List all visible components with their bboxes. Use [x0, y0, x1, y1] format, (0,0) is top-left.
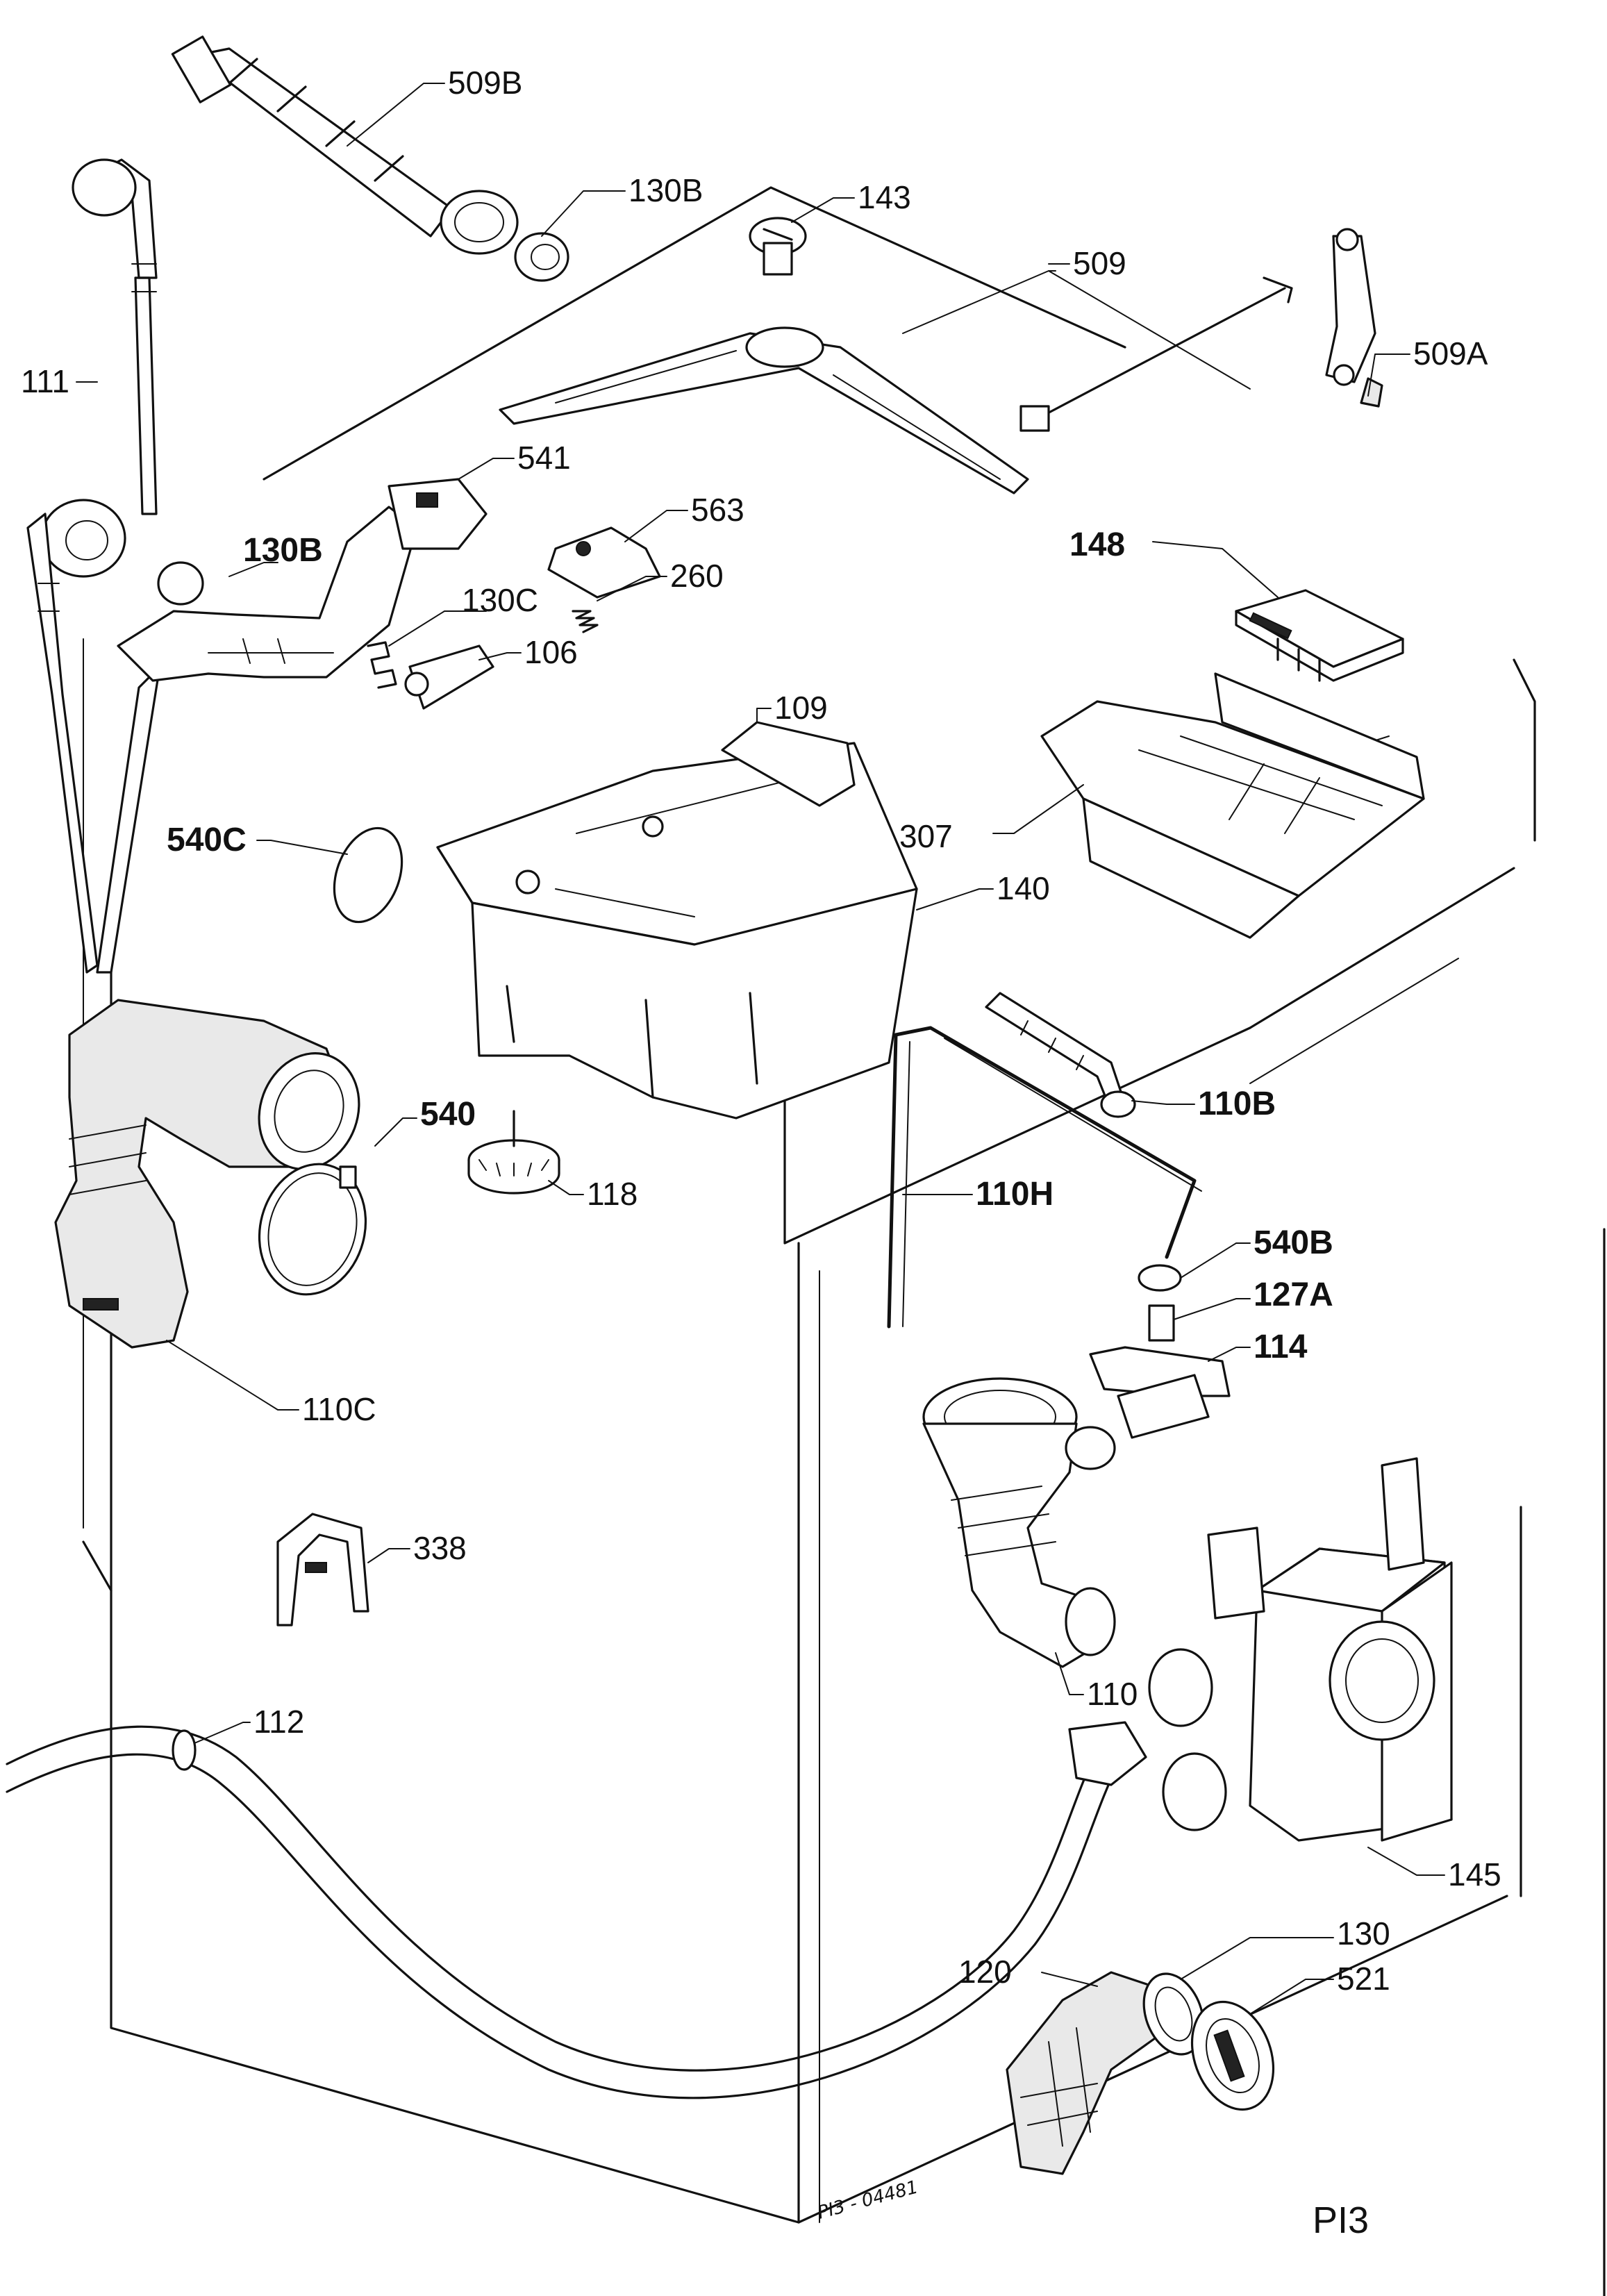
inlet-pipe-509b: [171, 35, 519, 255]
label-111: 111: [21, 363, 69, 399]
label-509b: 509B: [448, 65, 522, 101]
label-114: 114: [1254, 1329, 1308, 1365]
spring-260: [572, 610, 599, 633]
clamp-540: [258, 1163, 367, 1296]
label-509: 509: [1073, 245, 1126, 281]
leader-lines: [76, 83, 1445, 2015]
bracket-114: [1089, 1346, 1231, 1439]
filter-120: [1006, 1971, 1161, 2175]
label-110c: 110C: [302, 1391, 376, 1427]
arm-509a: [1325, 228, 1383, 408]
label-260: 260: [670, 558, 724, 594]
cap-521: [1190, 2000, 1275, 2111]
switch-148: [1235, 589, 1404, 682]
rod-509-right: [1019, 276, 1293, 432]
label-130b-top: 130B: [628, 172, 703, 208]
elbow-110c: [54, 999, 360, 1349]
pump-145: [1148, 1457, 1453, 1842]
label-109: 109: [774, 690, 828, 726]
label-338: 338: [413, 1530, 467, 1566]
hose-111-lower: [26, 499, 161, 974]
drawing-number: PI3 - 04481: [815, 2177, 920, 2223]
page-code: PI3: [1313, 2199, 1369, 2241]
lever-509: [499, 326, 1029, 494]
drawer-307: [1040, 672, 1425, 939]
cam-563: [547, 526, 661, 599]
label-521: 521: [1337, 1961, 1390, 1997]
label-509a: 509A: [1413, 335, 1488, 372]
label-112: 112: [253, 1704, 304, 1740]
catch-106: [404, 644, 494, 710]
label-140: 140: [997, 870, 1050, 906]
hose-110: [922, 1377, 1116, 1668]
nozzle-127a: [1148, 1304, 1175, 1342]
spring-130c: [367, 641, 397, 689]
part-labels: 509B 130B 143 509 509A 111 541 563 130B …: [21, 65, 1501, 1997]
clip-540b: [1138, 1264, 1182, 1292]
drain-hose-112: [6, 1721, 1147, 2099]
dispenser-housing-140: [436, 721, 918, 1120]
seal-130: [1142, 1972, 1205, 2056]
label-110h: 110H: [976, 1176, 1054, 1213]
label-307: 307: [899, 818, 953, 854]
label-110b: 110B: [1198, 1085, 1276, 1122]
label-106: 106: [524, 634, 578, 670]
pulley-118: [467, 1110, 560, 1195]
knob-143: [749, 217, 807, 276]
label-540b: 540B: [1254, 1224, 1333, 1261]
label-127a: 127A: [1254, 1276, 1333, 1313]
label-145: 145: [1448, 1856, 1501, 1892]
bracket-541: [117, 478, 488, 682]
label-120: 120: [958, 1954, 1012, 1990]
label-130: 130: [1337, 1915, 1390, 1952]
tube-110h: [887, 1026, 1202, 1329]
hose-110b: [985, 992, 1136, 1118]
label-118: 118: [587, 1176, 638, 1212]
label-540c: 540C: [167, 822, 247, 858]
label-110: 110: [1087, 1676, 1138, 1712]
hose-111: [72, 158, 158, 515]
label-541: 541: [517, 440, 571, 476]
label-563: 563: [691, 492, 744, 528]
label-540: 540: [420, 1096, 476, 1133]
clip-540c: [333, 826, 403, 924]
label-130b-mid: 130B: [243, 532, 323, 569]
label-130c: 130C: [462, 582, 538, 618]
washer-130b-top: [514, 232, 569, 282]
label-148: 148: [1069, 526, 1125, 563]
clip-338: [276, 1513, 369, 1627]
label-143: 143: [858, 179, 911, 215]
